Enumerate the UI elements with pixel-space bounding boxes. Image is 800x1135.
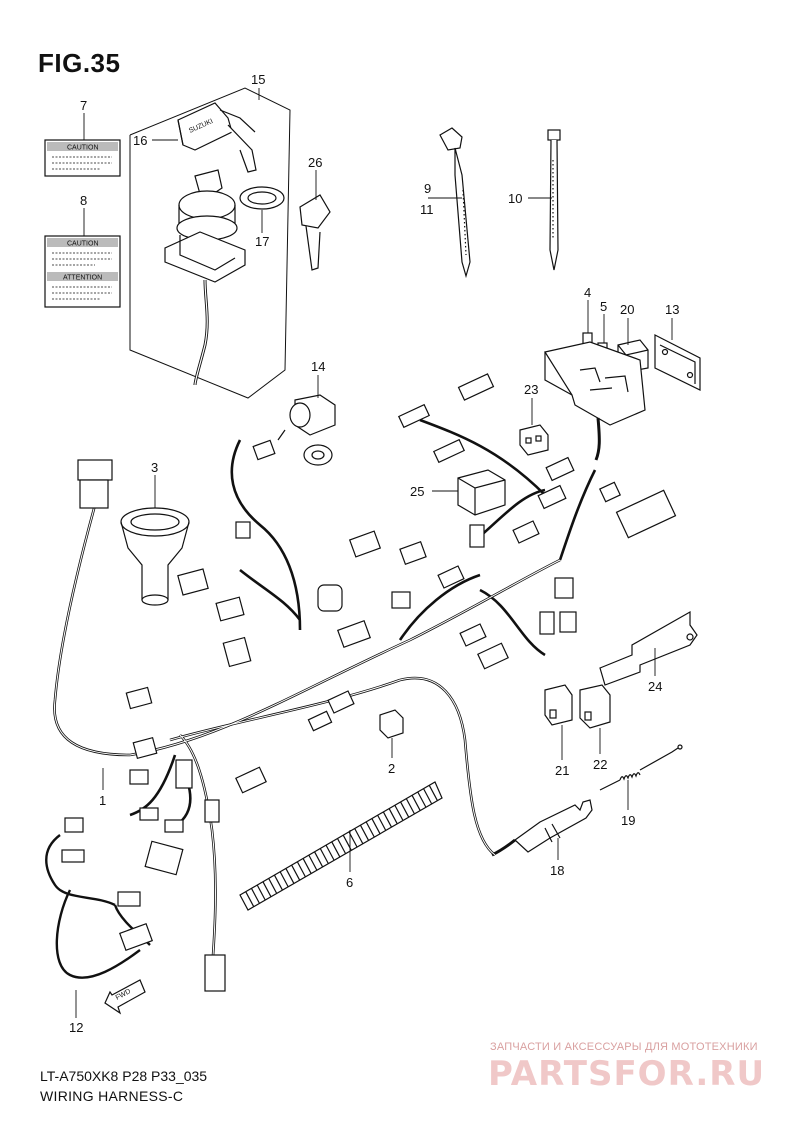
part-15-ignition-switch-set[interactable]: SUZUKI [129,87,291,399]
part-13-bracket[interactable] [654,334,701,391]
part-26-blank-key[interactable] [299,194,331,271]
tube-rib [296,861,306,878]
fuse-box-junction[interactable] [544,341,646,461]
tube-rib [371,818,381,834]
leader-lines [75,88,673,1018]
tube-rib [394,804,404,821]
callout-7: 7 [80,98,87,113]
part-18-speed-sensor[interactable] [491,799,593,857]
part-9-11-cable-clamp[interactable] [439,127,471,279]
caution-label-text-2: CAUTION [67,241,99,248]
tube-rib [314,851,324,868]
tube-rib [423,788,433,804]
part-2-connector-cap[interactable] [379,709,404,739]
tube-rib [336,838,347,854]
part-19-spring[interactable] [599,744,683,791]
harness-connectors [77,373,677,992]
watermark-logo: PARTSFOR.RU [488,1054,766,1094]
part-12-sub-harness[interactable]: FWD [45,817,154,1015]
callout-24: 24 [648,679,662,694]
tube-ribs [245,785,438,907]
tube-rib [319,848,329,864]
part-7-caution-label[interactable]: CAUTION [44,139,121,177]
callout-25: 25 [410,484,424,499]
figure-title: FIG.35 [38,48,121,78]
callout-26: 26 [308,155,322,170]
tube-rib [382,811,392,828]
part-25-relay[interactable] [457,469,506,516]
tube-rib [256,884,266,901]
callout-18: 18 [550,863,564,878]
model-code: LT-A750XK8 P28 P33_035 [40,1068,208,1084]
part-22-connector[interactable] [579,684,611,729]
callout-9: 9 [424,181,431,196]
part-23-connector[interactable] [519,424,549,456]
callout-4: 4 [584,285,591,300]
callout-2: 2 [388,761,395,776]
callout-13: 13 [665,302,679,317]
tube-rib [405,798,415,814]
tube-rib [359,824,369,841]
tube-rib [302,858,312,874]
tube-rib [377,814,387,831]
tube-rib [428,785,438,801]
callout-6: 6 [346,875,353,890]
tube-rib [285,868,295,884]
callout-23: 23 [524,382,538,397]
callout-numbers: 7 8 15 16 17 26 9 11 10 4 5 20 13 14 23 … [69,72,679,1035]
figure-subtitle: WIRING HARNESS-C [40,1088,184,1104]
tube-rib [325,844,335,861]
caution-label-text: CAUTION [67,145,99,152]
part-6-corrugated-tube[interactable] [0,0,443,911]
callout-21: 21 [555,763,569,778]
tube-rib [291,864,301,881]
callout-8: 8 [80,193,87,208]
callout-11: 11 [420,202,434,217]
tube-rib [354,828,364,844]
part-24-bracket-plate[interactable] [599,610,698,686]
callout-5: 5 [600,299,607,314]
part-17-lock-nut[interactable] [239,186,285,210]
tube-rib [388,808,398,824]
tube-rib [400,801,410,818]
callout-3: 3 [151,460,158,475]
part-21-connector[interactable] [544,684,573,726]
callout-1: 1 [99,793,106,808]
callout-19: 19 [621,813,635,828]
tube-rib [308,854,318,871]
tube-rib [273,874,283,891]
part-10-cable-tie[interactable] [547,129,561,271]
part-8-caution-attention-label[interactable]: CAUTION ATTENTION [44,235,121,308]
tube-rib [331,841,341,858]
tube-rib [279,871,289,888]
fwd-arrow: FWD [104,979,146,1015]
callout-14: 14 [311,359,325,374]
part-14-accessory-socket[interactable] [277,394,336,466]
watermark-tagline: ЗАПЧАСТИ И АКСЕССУАРЫ ДЛЯ МОТОТЕХНИКИ [490,1041,758,1053]
callout-10: 10 [508,191,522,206]
part-16-key[interactable]: SUZUKI [177,102,257,173]
tube-rib [365,821,375,838]
callout-17: 17 [255,234,269,249]
callout-16: 16 [133,133,147,148]
part-3-grommet[interactable] [120,507,190,606]
tube-rib [245,891,255,907]
tube-rib [268,878,278,894]
tube-rib [250,888,260,904]
tube-rib [262,881,272,897]
callout-15: 15 [251,72,265,87]
attention-label-text: ATTENTION [63,275,102,282]
callout-22: 22 [593,757,607,772]
callout-12: 12 [69,1020,83,1035]
harness-highlight [53,504,561,971]
tube-rib [411,795,421,811]
tube-rib [417,791,427,808]
callout-20: 20 [620,302,634,317]
